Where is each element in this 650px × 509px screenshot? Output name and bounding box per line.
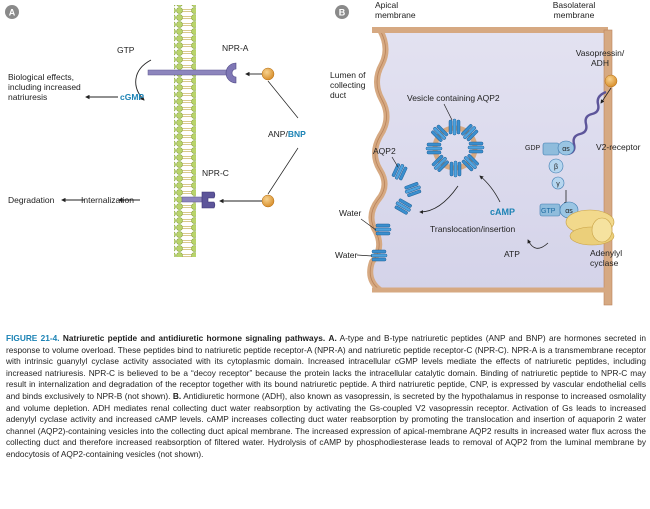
gtp-to-cgmp-arrow: [135, 59, 152, 101]
vesicle-label-leader: [443, 103, 453, 121]
lumen-label-line1: Lumen of: [330, 70, 366, 80]
lumen-label-line3: duct: [330, 90, 347, 100]
aqp2-vesicle: [425, 118, 485, 178]
gtp-label-a: GTP: [117, 45, 135, 55]
basolateral-label-line1: Basolateral: [553, 0, 596, 10]
water-leader-1: [360, 218, 377, 231]
alpha-s-label-top: αs: [562, 146, 570, 153]
v2-receptor: [567, 90, 607, 156]
internalization-label: Internalization: [81, 195, 134, 205]
apical-membrane-edge: [369, 29, 387, 291]
translocation-label: Translocation/insertion: [430, 224, 515, 234]
panel-b-badge-label: B: [339, 8, 346, 18]
signaling-diagram: A GTP NPR-A Biological effects, cGMP inc…: [5, 0, 641, 306]
vesicle-label: Vesicle containing AQP2: [407, 93, 500, 103]
translocation-arrow: [419, 185, 459, 214]
vasopressin-binding-arrow: [600, 87, 612, 104]
basolateral-membrane: [603, 29, 613, 306]
water-label-1: Water: [339, 208, 362, 218]
atp-to-camp-arrow: [527, 239, 549, 249]
npr-c-receptor: [181, 191, 216, 209]
figure-caption: FIGURE 21-4. Natriuretic peptide and ant…: [6, 333, 646, 461]
camp-label: cAMP: [490, 207, 515, 217]
panel-a-badge-label: A: [9, 8, 16, 18]
anp-bnp-ligand-top: [261, 67, 275, 81]
anp-bnp-label: ANP/BNP: [268, 129, 306, 139]
g-protein: [542, 140, 575, 190]
gamma-label: γ: [556, 181, 560, 188]
anp-bnp-ligand-bottom: [261, 194, 275, 208]
npr-a-receptor: [147, 62, 237, 84]
v2-receptor-label: V2-receptor: [596, 142, 641, 152]
vasopressin-label-line1: Vasopressin/: [576, 48, 625, 58]
lumen-label-line2: collecting: [330, 80, 366, 90]
panel-a-badge: [5, 5, 19, 19]
caption-text-a: A-type and B-type natriuretic peptides (…: [6, 333, 647, 401]
apical-label-line1: Apical: [375, 0, 398, 10]
caption-text-b: Antidiuretic hormone (ADH), also known a…: [6, 390, 646, 459]
adenylyl-label-line2: cyclase: [590, 258, 619, 268]
beta-label: β: [554, 164, 558, 171]
vasopressin-ligand: [604, 74, 618, 88]
caption-panel-b-marker: B.: [172, 390, 182, 401]
gdp-label: GDP: [525, 145, 541, 152]
bnp-label: BNP: [288, 129, 306, 139]
panel-a: A GTP NPR-A Biological effects, cGMP inc…: [5, 5, 306, 257]
collecting-duct-cell: [370, 30, 605, 290]
alpha-s-label-bottom: αs: [565, 208, 573, 215]
caption-panel-a-marker: A.: [328, 333, 337, 343]
anp-label: ANP/: [268, 129, 288, 139]
aqp2-label-leader: [391, 156, 399, 168]
water-leader-2: [356, 254, 373, 257]
npr-c-label: NPR-C: [202, 168, 229, 178]
adenylyl-cyclase: [565, 209, 615, 246]
plasma-membrane-bilayer: [174, 5, 196, 257]
basolateral-label-line2: membrane: [554, 10, 595, 20]
biological-effects-line2: including increased: [8, 82, 81, 92]
caption-figure-label: FIGURE 21-4.: [6, 333, 60, 343]
npr-a-label: NPR-A: [222, 43, 249, 53]
caption-title: Natriuretic peptide and antidiuretic hor…: [62, 333, 326, 343]
degradation-label: Degradation: [8, 195, 55, 205]
panel-b-badge: [335, 5, 349, 19]
water-label-2: Water: [335, 250, 358, 260]
vasopressin-label-line2: ADH: [591, 58, 609, 68]
aqp2-label: AQP2: [373, 146, 396, 156]
anp-bnp-bracket: [267, 80, 299, 195]
adenylyl-label-line1: Adenylyl: [590, 248, 622, 258]
atp-label: ATP: [504, 249, 520, 259]
biological-effects-line1: Biological effects,: [8, 72, 74, 82]
cgmp-label: cGMP: [120, 92, 144, 102]
biological-effects-line3: natriuresis: [8, 92, 47, 102]
camp-to-vesicle-arrow: [479, 175, 501, 203]
panel-b: B: [330, 0, 641, 306]
gtp-label-b: GTP: [541, 208, 556, 215]
apical-label-line2: membrane: [375, 10, 416, 20]
